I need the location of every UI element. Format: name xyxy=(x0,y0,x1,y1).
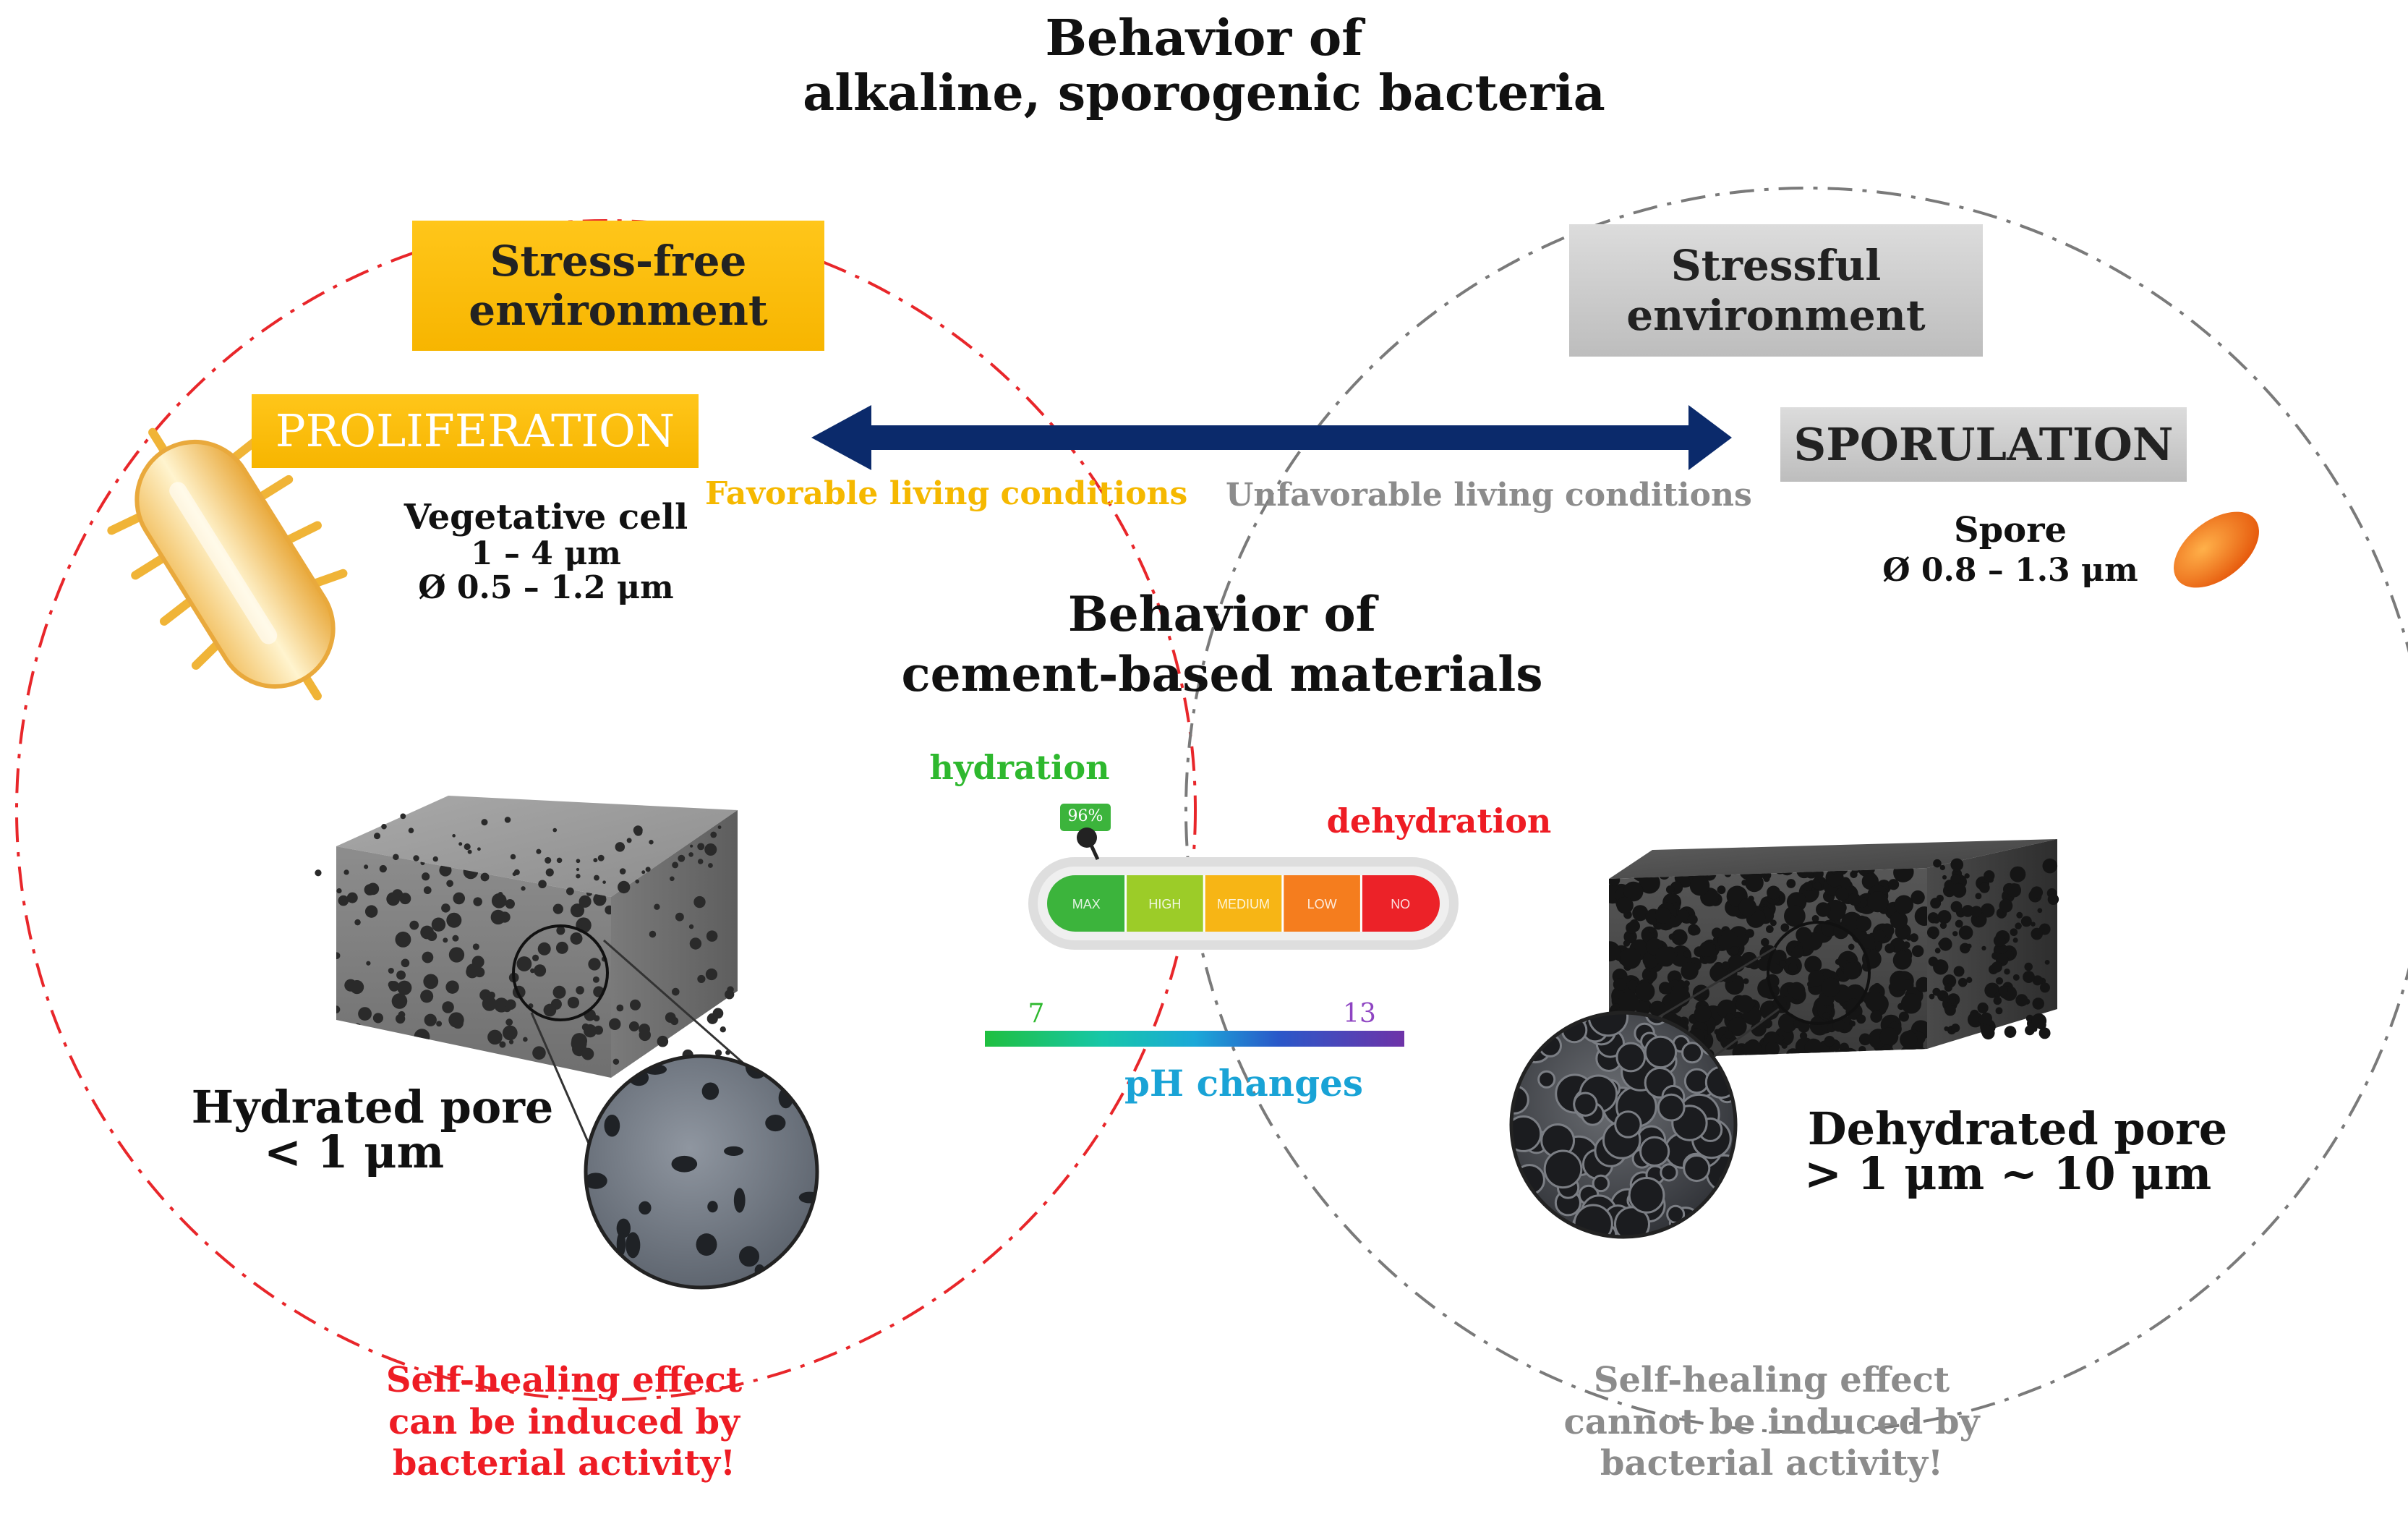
favorable-conditions-label: Favorable living conditions xyxy=(705,475,1188,512)
spore-diameter: Ø 0.8 – 1.3 μm xyxy=(1882,551,2138,589)
double-arrow xyxy=(811,405,1732,470)
main-title: Behavior of alkaline, sporogenic bacteri… xyxy=(770,11,1638,121)
stress-free-line2: environment xyxy=(469,286,768,335)
unfavorable-conditions-label: Unfavorable living conditions xyxy=(1226,477,1752,514)
gauge-segment-label: HIGH xyxy=(1148,897,1181,911)
hydrated-concrete-block xyxy=(315,796,785,1187)
spore-icon xyxy=(2174,511,2259,588)
proliferation-box: PROLIFERATION xyxy=(252,394,699,468)
vegetative-cell-icon xyxy=(107,427,348,701)
sporulation-label: SPORULATION xyxy=(1793,417,2174,471)
stressful-line2: environment xyxy=(1626,290,1926,340)
stress-free-line1: Stress-free xyxy=(490,236,747,286)
gauge-segment-label: LOW xyxy=(1307,897,1337,911)
left-effect-line3: bacterial activity! xyxy=(392,1443,736,1484)
main-title-line2: alkaline, sporogenic bacteria xyxy=(803,64,1605,123)
sporulation-box: SPORULATION xyxy=(1780,407,2187,482)
dehydrated-concrete-block xyxy=(1568,839,2059,1079)
main-title-line1: Behavior of xyxy=(1045,9,1363,67)
right-effect-line2: cannot be induced by xyxy=(1563,1401,1980,1442)
right-effect-line1: Self-healing effect xyxy=(1593,1360,1950,1400)
gauge-segment xyxy=(1361,875,1440,932)
stressful-line1: Stressful xyxy=(1670,241,1882,291)
left-effect-line2: can be induced by xyxy=(388,1401,740,1442)
vegetative-cell-info: Vegetative cell 1 – 4 μm Ø 0.5 – 1.2 μm xyxy=(369,497,723,607)
ph-low-label: 7 xyxy=(1028,999,1045,1029)
spore-info: Spore Ø 0.8 – 1.3 μm xyxy=(1866,510,2155,590)
dehydrated-pore-line2: > 1 μm ~ 10 μm xyxy=(1804,1147,2212,1200)
ph-changes-label: pH changes xyxy=(1124,1062,1364,1105)
proliferation-label: PROLIFERATION xyxy=(275,404,675,458)
hydrated-pore-label: Hydrated pore < 1 μm xyxy=(184,1085,560,1175)
vegetative-cell-diameter: Ø 0.5 – 1.2 μm xyxy=(418,569,674,607)
hydrated-pore-line1: Hydrated pore xyxy=(191,1081,554,1133)
gauge-segment-label: MAX xyxy=(1072,897,1101,911)
left-effect-text: Self-healing effect can be induced by ba… xyxy=(369,1360,759,1485)
dehydrated-pore-line1: Dehydrated pore xyxy=(1807,1102,2228,1155)
ph-high-label: 13 xyxy=(1343,999,1376,1029)
right-effect-line3: bacterial activity! xyxy=(1600,1443,1944,1484)
right-circle xyxy=(1184,187,2408,1434)
hydrated-pore-zoom xyxy=(584,1054,819,1290)
hydration-gauge: MAX HIGH MEDIUM LOW NO xyxy=(1028,857,1459,950)
dehydrated-pore-label: Dehydrated pore > 1 μm ~ 10 μm xyxy=(1793,1107,2242,1196)
left-effect-line1: Self-healing effect xyxy=(385,1360,743,1400)
ph-scale-bar xyxy=(985,1031,1404,1047)
hydration-label: hydration xyxy=(929,748,1110,787)
vegetative-cell-name: Vegetative cell xyxy=(404,497,688,537)
hydrated-pore-line2: < 1 μm xyxy=(264,1126,445,1178)
stress-free-box: Stress-free environment xyxy=(412,221,824,351)
cement-title-line2: cement-based materials xyxy=(901,645,1543,702)
dehydrated-pore-zoom xyxy=(1509,1010,1738,1239)
spore-name: Spore xyxy=(1953,510,2067,550)
dehydration-label: dehydration xyxy=(1326,801,1552,841)
gauge-segment xyxy=(1282,875,1362,932)
cement-title: Behavior of cement-based materials xyxy=(846,584,1598,704)
gauge-segment-label: NO xyxy=(1391,897,1410,911)
gauge-segment xyxy=(1047,875,1126,932)
gauge-pointer xyxy=(1060,804,1111,861)
gauge-pointer-label: 96% xyxy=(1067,807,1103,825)
gauge-segment-label: MEDIUM xyxy=(1217,897,1270,911)
gauge-segment xyxy=(1125,875,1205,932)
cement-title-line1: Behavior of xyxy=(1067,586,1377,642)
stressful-box: Stressful environment xyxy=(1569,224,1983,357)
vegetative-cell-length: 1 – 4 μm xyxy=(471,535,621,572)
gauge-segment xyxy=(1204,875,1283,932)
right-effect-text: Self-healing effect cannot be induced by… xyxy=(1562,1360,1981,1485)
